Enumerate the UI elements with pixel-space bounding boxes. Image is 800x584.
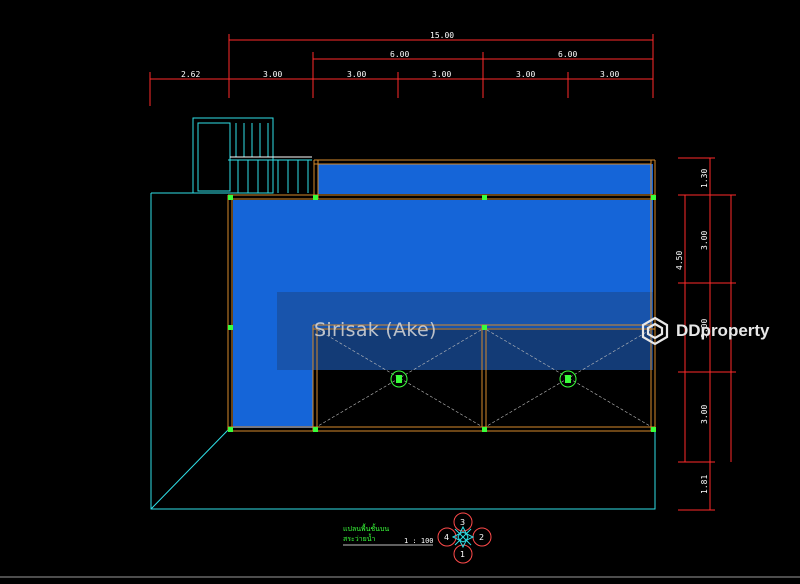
- light-fixture-1: [390, 370, 408, 388]
- dim-mid-1: 6.00: [390, 50, 409, 59]
- dim-right-1-30: 1.30: [700, 169, 709, 188]
- plan-scale: 1 : 100: [404, 537, 434, 545]
- dim-right-3-00-b: 3.00: [700, 319, 709, 338]
- room-diagonals: [317, 329, 651, 427]
- right-dimensions: [678, 157, 736, 511]
- ddproperty-wordmark: DDproperty: [676, 321, 770, 340]
- ddproperty-logo: DDproperty: [640, 316, 770, 346]
- dim-right-4-50: 4.50: [675, 251, 684, 270]
- dim-small-3: 3.00: [347, 70, 366, 79]
- stair: [192, 117, 312, 194]
- dim-mid-2: 6.00: [558, 50, 577, 59]
- dim-right-3-00-c: 3.00: [700, 405, 709, 424]
- watermark-text: Sirisak (Ake): [314, 319, 437, 341]
- dim-small-2: 3.00: [263, 70, 282, 79]
- compass-label-bottom: 1: [460, 550, 465, 559]
- compass-icon: 3 2 1 4: [437, 512, 492, 564]
- compass-label-right: 2: [479, 533, 484, 542]
- plan-title-line2: สระว่ายน้ำ: [343, 535, 376, 543]
- light-fixture-2: [559, 370, 577, 388]
- compass-label-left: 4: [444, 533, 449, 542]
- dim-small-5: 3.00: [516, 70, 535, 79]
- plan-title: แปลนพื้นชั้นบน สระว่ายน้ำ: [343, 524, 389, 544]
- watermark-shade: [277, 292, 653, 370]
- dim-overall-15: 15.00: [430, 31, 454, 40]
- dim-small-4: 3.00: [432, 70, 451, 79]
- dim-right-3-00-a: 3.00: [700, 231, 709, 250]
- column-markers: [228, 195, 656, 432]
- ddproperty-icon: [641, 316, 669, 346]
- plan-title-line1: แปลนพื้นชั้นบน: [343, 525, 390, 533]
- top-dimensions: [149, 34, 654, 106]
- pool-water-upper: [318, 164, 653, 194]
- compass-label-top: 3: [460, 518, 465, 527]
- dim-small-1: 2.62: [181, 70, 200, 79]
- diagonal-ramp: [150, 429, 229, 510]
- site-outline: [150, 193, 656, 510]
- dim-small-6: 3.00: [600, 70, 619, 79]
- dim-right-1-81: 1.81: [700, 475, 709, 494]
- walls: [227, 159, 656, 432]
